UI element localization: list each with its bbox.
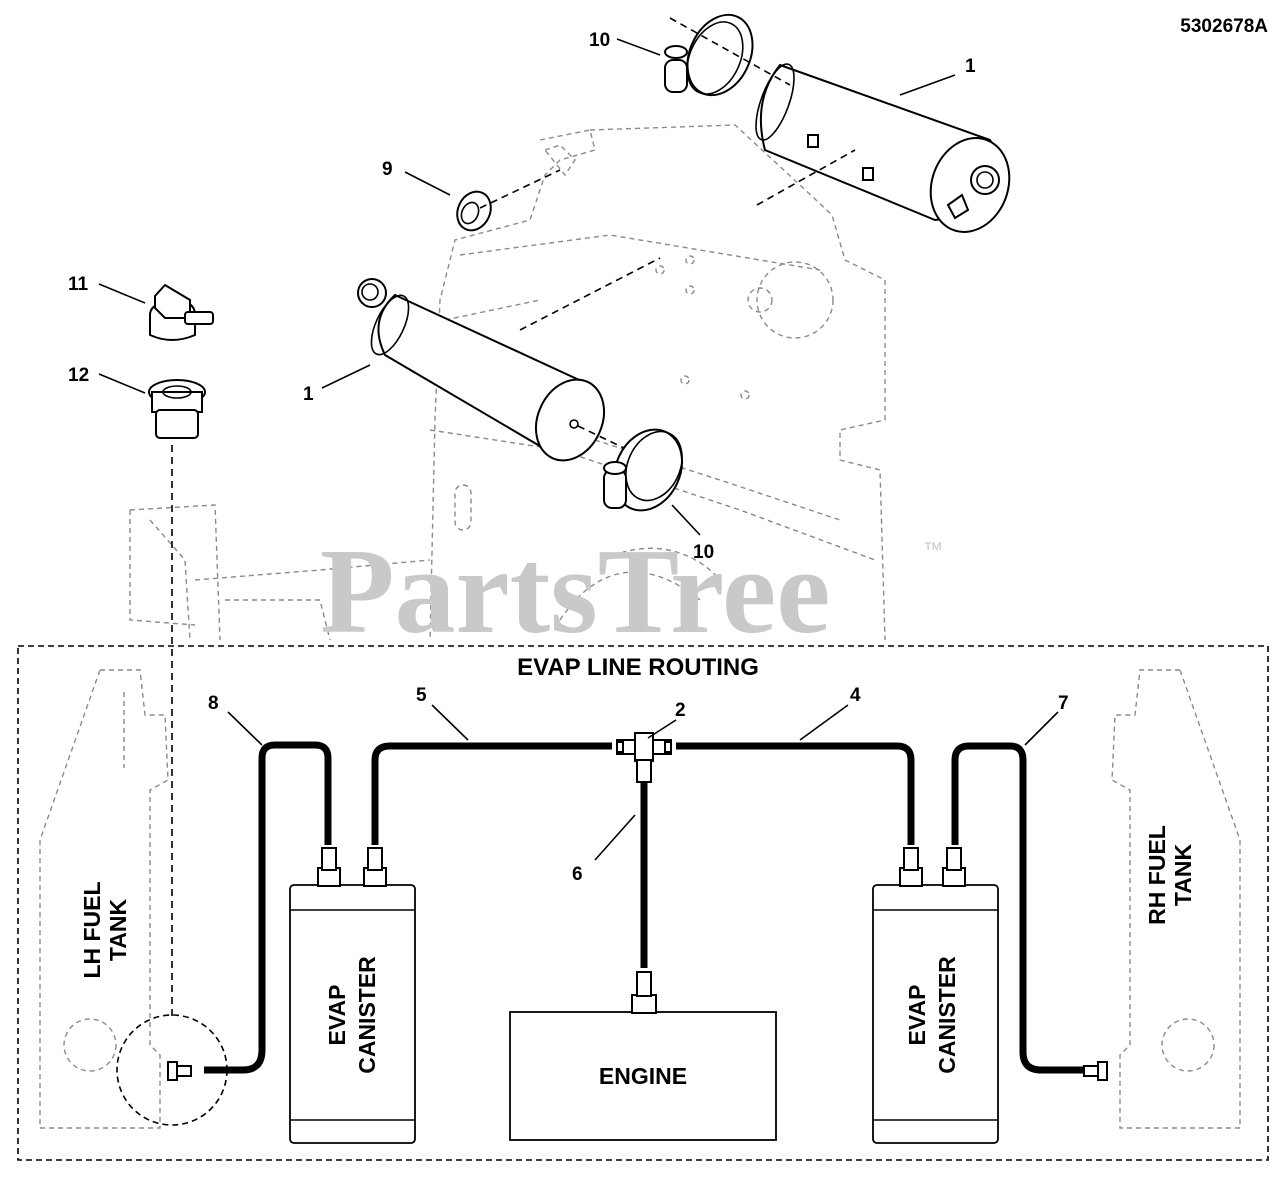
callout-9: 9 bbox=[382, 159, 393, 180]
hose-4 bbox=[676, 742, 915, 845]
callout-12: 12 bbox=[68, 365, 89, 386]
canister-right bbox=[872, 847, 999, 1144]
canister-right-label-1: EVAP bbox=[904, 985, 930, 1046]
lh-tank-label-2: TANK bbox=[105, 899, 131, 962]
engine bbox=[509, 971, 777, 1141]
watermark-text: PartsTree bbox=[320, 524, 830, 659]
canister-right-label-2: CANISTER bbox=[934, 956, 960, 1074]
assembly-line bbox=[519, 257, 661, 331]
assembly-line bbox=[669, 17, 791, 86]
callout-1-top: 1 bbox=[965, 56, 976, 77]
canister-left-label-2: CANISTER bbox=[354, 956, 380, 1074]
callout-5: 5 bbox=[416, 685, 427, 706]
callout-2: 2 bbox=[675, 700, 686, 721]
evap-canister-left bbox=[357, 278, 606, 462]
callout-10-bottom: 10 bbox=[693, 542, 714, 563]
callout-11: 11 bbox=[68, 274, 89, 295]
assembly-line bbox=[756, 149, 856, 206]
hose-clamp-top bbox=[664, 13, 754, 97]
routing-border bbox=[17, 645, 1269, 1161]
routing-title-bg bbox=[480, 650, 790, 684]
lh-tank-fitting bbox=[167, 1061, 192, 1081]
callout-10-top: 10 bbox=[589, 30, 610, 51]
hose-8 bbox=[204, 741, 332, 1074]
assembly-line bbox=[479, 169, 561, 209]
hose-clamp-bottom bbox=[603, 428, 684, 512]
canister-left bbox=[289, 847, 416, 1144]
callout-7: 7 bbox=[1058, 693, 1069, 714]
callout-1-left: 1 bbox=[303, 384, 314, 405]
callouts-top: 10 1 9 11 12 1 10 bbox=[68, 30, 976, 563]
grommet bbox=[456, 190, 492, 232]
rh-fuel-tank bbox=[1111, 669, 1241, 1129]
hose-5 bbox=[371, 742, 612, 845]
diagram-id: 5302678A bbox=[1180, 16, 1268, 37]
rubber-bushing bbox=[148, 379, 206, 439]
evap-canister-top bbox=[755, 63, 1011, 233]
hose-7 bbox=[951, 742, 1085, 1074]
callout-6: 6 bbox=[572, 864, 583, 885]
lh-fuel-tank bbox=[39, 669, 169, 1129]
rh-tank-fitting bbox=[1083, 1061, 1108, 1081]
lh-tank-label-1: LH FUEL bbox=[79, 881, 105, 978]
watermark-trademark: ™ bbox=[923, 539, 943, 561]
elbow-fitting bbox=[149, 283, 214, 341]
canister-left-label-1: EVAP bbox=[324, 985, 350, 1046]
rh-tank-label-2: TANK bbox=[1170, 844, 1196, 907]
routing-title: EVAP LINE ROUTING bbox=[517, 654, 759, 681]
callout-8: 8 bbox=[208, 693, 219, 714]
callouts-routing: 8 5 2 4 7 6 bbox=[208, 685, 1069, 885]
rh-tank-label-1: RH FUEL bbox=[1144, 825, 1170, 925]
callout-4: 4 bbox=[850, 685, 861, 706]
tee-fitting bbox=[616, 732, 672, 783]
engine-label: ENGINE bbox=[599, 1063, 687, 1089]
